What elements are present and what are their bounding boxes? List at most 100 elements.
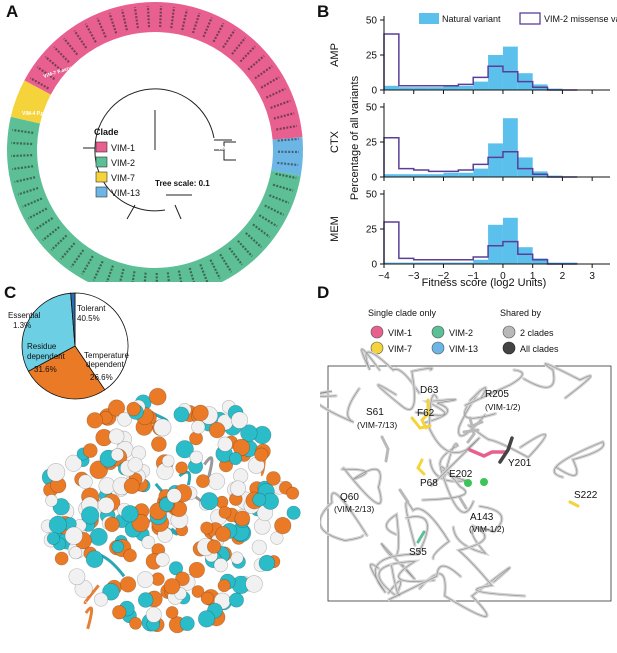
leaf-label-mark xyxy=(81,255,94,275)
pie-pct-essential: 1.3% xyxy=(13,321,31,330)
clade-arc-vim13 xyxy=(271,137,304,176)
pie-label-temp-1: Temperature xyxy=(84,351,129,360)
residue-sphere xyxy=(207,472,226,490)
residue-sphere xyxy=(155,552,170,567)
residue-sphere xyxy=(166,488,182,504)
residue-sphere xyxy=(196,474,210,489)
leaf-label-mark xyxy=(63,37,79,56)
sidechain-s222 xyxy=(568,500,580,508)
leaf-label-mark xyxy=(181,9,188,31)
residue-sphere xyxy=(208,421,226,439)
ribbon-outline xyxy=(458,525,525,597)
residue-sphere xyxy=(200,492,219,511)
residue-sphere xyxy=(69,546,83,560)
leaf-label-mark xyxy=(268,194,290,205)
ribbon-outline xyxy=(320,388,360,423)
leaf-label-mark xyxy=(265,87,286,99)
leaf-label-vim13: VIM-13 P.aeruginosa xyxy=(218,146,266,152)
residue-sphere xyxy=(228,451,243,466)
natural-bar xyxy=(413,262,429,264)
natural-bar xyxy=(428,262,444,264)
residue-sphere xyxy=(93,592,109,607)
natural-bar xyxy=(428,87,444,90)
protein-structure-c: Tolerant 40.5% Temperature dependent 26.… xyxy=(8,292,301,634)
residue-sphere xyxy=(48,515,68,534)
leaf-label-mark xyxy=(188,267,195,282)
leaf-label-mark xyxy=(212,22,225,43)
x-tick-label: 2 xyxy=(560,271,566,282)
leaf-label-mark xyxy=(12,128,34,134)
clade-legend: VIM-1 VIM-2 VIM-7 VIM-13 xyxy=(95,141,140,198)
residue-sphere xyxy=(108,428,125,445)
natural-bar xyxy=(488,55,503,90)
residue-q60-sub: (VIM-2/13) xyxy=(334,504,374,514)
residue-sphere xyxy=(191,419,206,435)
natural-bar xyxy=(488,224,503,264)
natural-bar xyxy=(413,174,429,177)
leaf-label-mark xyxy=(219,253,233,273)
leaf-label-mark xyxy=(166,272,170,282)
sidechain-p68 xyxy=(416,458,426,476)
legend-label-vim13: VIM-13 xyxy=(111,188,140,198)
residue-sphere xyxy=(151,436,167,452)
y-tick-label: 50 xyxy=(366,103,378,114)
residue-sphere xyxy=(78,474,93,490)
residue-sphere xyxy=(145,606,162,623)
phylogenetic-tree: Clade VIM-1 VIM-2 VIM-7 VIM-13 Tree scal… xyxy=(7,1,304,282)
residue-f62: F62 xyxy=(417,408,435,419)
legend-swatch-natural xyxy=(419,13,439,24)
x-tick-label: −2 xyxy=(438,271,450,282)
residue-sphere xyxy=(45,494,58,507)
legend-swatch-vim7 xyxy=(95,171,108,183)
protein-structure-d: Single clade only Shared by VIM-1 VIM-2 … xyxy=(320,308,612,618)
y-tick-label: 25 xyxy=(366,138,378,149)
legend-label-vim1: VIM-1 xyxy=(111,143,135,153)
pie-label-essential: Essential xyxy=(8,311,41,320)
residue-sphere xyxy=(229,592,244,608)
residue-sphere xyxy=(165,606,179,619)
residue-sphere xyxy=(64,526,83,545)
leaf-label-mark xyxy=(258,214,278,228)
pie-label-tolerant: Tolerant xyxy=(77,304,106,313)
residue-sphere xyxy=(153,418,172,437)
residue-sphere xyxy=(129,616,142,630)
leaf-label-mark xyxy=(70,249,85,268)
residue-sphere xyxy=(230,411,249,429)
residue-s222: S222 xyxy=(574,490,598,501)
protein-ribbon xyxy=(84,606,94,630)
natural-bar xyxy=(398,262,414,264)
y-tick-label: 50 xyxy=(366,16,378,27)
pie-slice-residue-dependent xyxy=(21,292,76,372)
leaf-label-mark xyxy=(260,76,280,89)
residue-s61: S61 xyxy=(366,407,384,418)
ribbon-outline xyxy=(370,516,428,593)
zinc-ion-1 xyxy=(464,479,472,487)
protein-ribbon xyxy=(203,456,214,482)
legend-dot-vim2 xyxy=(431,325,445,339)
x-tick-label: 3 xyxy=(589,271,595,282)
protein-ribbons xyxy=(320,347,606,618)
legend-single-clade-title: Single clade only xyxy=(368,308,437,318)
natural-bar xyxy=(413,87,429,90)
pie-label-residue-1: Residue xyxy=(27,342,57,351)
leaf-label-mark xyxy=(29,77,50,90)
category-pie xyxy=(21,292,129,400)
residue-sphere xyxy=(188,561,205,579)
histogram-xlabel: Fitness score (log2 Units) xyxy=(422,277,547,289)
residue-p68: P68 xyxy=(420,478,438,489)
residue-d63: D63 xyxy=(420,385,439,396)
pie-slice-essential xyxy=(70,292,76,347)
leaf-label-mark xyxy=(84,23,97,43)
pie-slice-tolerant xyxy=(74,292,129,391)
leaf-label-vim4: VIM-4 P.pseudoalcaligenes xyxy=(22,111,86,117)
leaf-label-mark xyxy=(121,9,128,31)
residue-s55: S55 xyxy=(409,547,427,558)
leaf-label-mark xyxy=(12,165,34,171)
ribbon-outline xyxy=(553,441,604,478)
sidechain-q60 xyxy=(398,488,410,504)
residue-sphere xyxy=(163,578,181,595)
legend-label-vim7: VIM-7 xyxy=(111,173,135,183)
leaf-label-mark xyxy=(146,6,151,28)
sidechain-d63 xyxy=(420,398,430,430)
